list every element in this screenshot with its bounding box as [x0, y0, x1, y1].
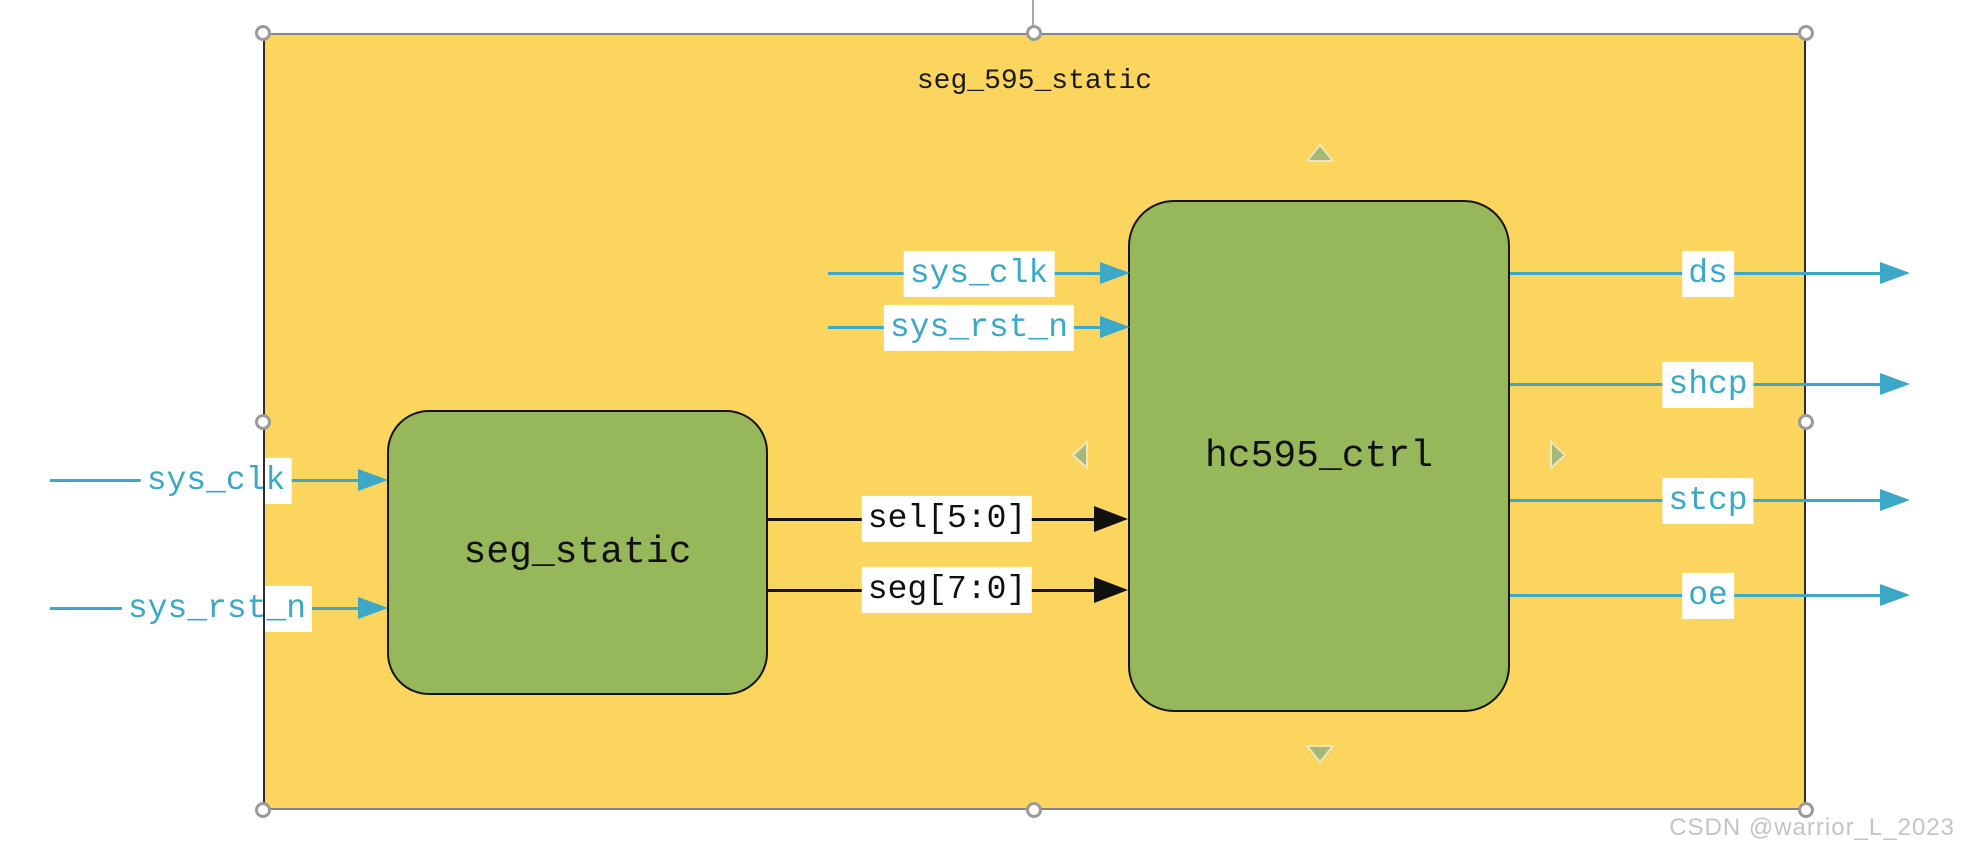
arrowhead-ds-icon: [1880, 262, 1910, 284]
signal-label-sys-rst-n-ctrl[interactable]: sys_rst_n: [883, 304, 1075, 352]
signal-label-sys-rst-n-left[interactable]: sys_rst_n: [121, 585, 313, 633]
selection-handle-bottom-center[interactable]: [1026, 802, 1042, 818]
arrowhead-shcp-icon: [1880, 373, 1910, 395]
arrowhead-seg-bus-icon: [1094, 577, 1128, 603]
signal-label-shcp[interactable]: shcp: [1662, 361, 1754, 409]
arrowhead-sys-clk-ctrl-icon: [1100, 262, 1130, 284]
arrowhead-sys-clk-left-icon: [358, 469, 388, 491]
signal-label-sys-clk-ctrl[interactable]: sys_clk: [903, 250, 1055, 298]
arrowhead-sys-rst-n-left-icon: [358, 597, 388, 619]
selection-handle-middle-left[interactable]: [255, 414, 271, 430]
signal-label-seg-bus[interactable]: seg[7:0]: [861, 566, 1033, 614]
watermark: CSDN @warrior_L_2023: [1669, 814, 1955, 841]
block-seg-static-label: seg_static: [463, 531, 692, 574]
autoconnect-arrow-up-icon[interactable]: [1305, 143, 1335, 163]
arrowhead-stcp-icon: [1880, 489, 1910, 511]
selection-handle-top-center[interactable]: [1026, 25, 1042, 41]
selection-handle-top-left[interactable]: [255, 25, 271, 41]
autoconnect-arrow-left-icon[interactable]: [1069, 440, 1089, 470]
autoconnect-arrow-right-icon[interactable]: [1549, 440, 1569, 470]
rotation-handle-stem: [1032, 0, 1034, 27]
selection-handle-top-right[interactable]: [1798, 25, 1814, 41]
signal-label-sys-clk-left[interactable]: sys_clk: [140, 457, 292, 505]
arrowhead-oe-icon: [1880, 584, 1910, 606]
block-hc595-ctrl[interactable]: hc595_ctrl: [1128, 200, 1510, 712]
signal-label-ds[interactable]: ds: [1682, 250, 1734, 298]
signal-label-oe[interactable]: oe: [1682, 572, 1734, 620]
signal-label-sel-bus[interactable]: sel[5:0]: [861, 495, 1033, 543]
block-hc595-ctrl-label: hc595_ctrl: [1204, 434, 1434, 478]
selection-handle-middle-right[interactable]: [1798, 414, 1814, 430]
block-seg-static[interactable]: seg_static: [387, 410, 768, 695]
module-title: seg_595_static: [916, 66, 1153, 97]
autoconnect-arrow-down-icon[interactable]: [1305, 744, 1335, 764]
signal-label-stcp[interactable]: stcp: [1662, 477, 1754, 525]
arrowhead-sel-bus-icon: [1094, 506, 1128, 532]
selection-handle-bottom-left[interactable]: [255, 802, 271, 818]
selection-handle-bottom-right[interactable]: [1798, 802, 1814, 818]
arrowhead-sys-rst-n-ctrl-icon: [1100, 316, 1130, 338]
